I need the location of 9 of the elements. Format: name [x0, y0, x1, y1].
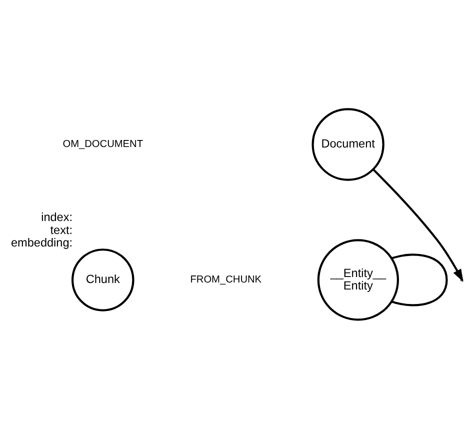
node-label: embedding:: [10, 236, 73, 250]
node-circle: Chunk: [72, 248, 134, 312]
node-label: index:: [41, 211, 73, 224]
label: OM_DOCUMENT: [62, 139, 144, 150]
connector: [391, 254, 448, 306]
node-circle: __Entity__ Entity: [317, 239, 399, 321]
label: FROM_CHUNK: [190, 274, 262, 286]
node-label: text:: [50, 224, 73, 237]
node-circle: Document: [312, 108, 384, 181]
